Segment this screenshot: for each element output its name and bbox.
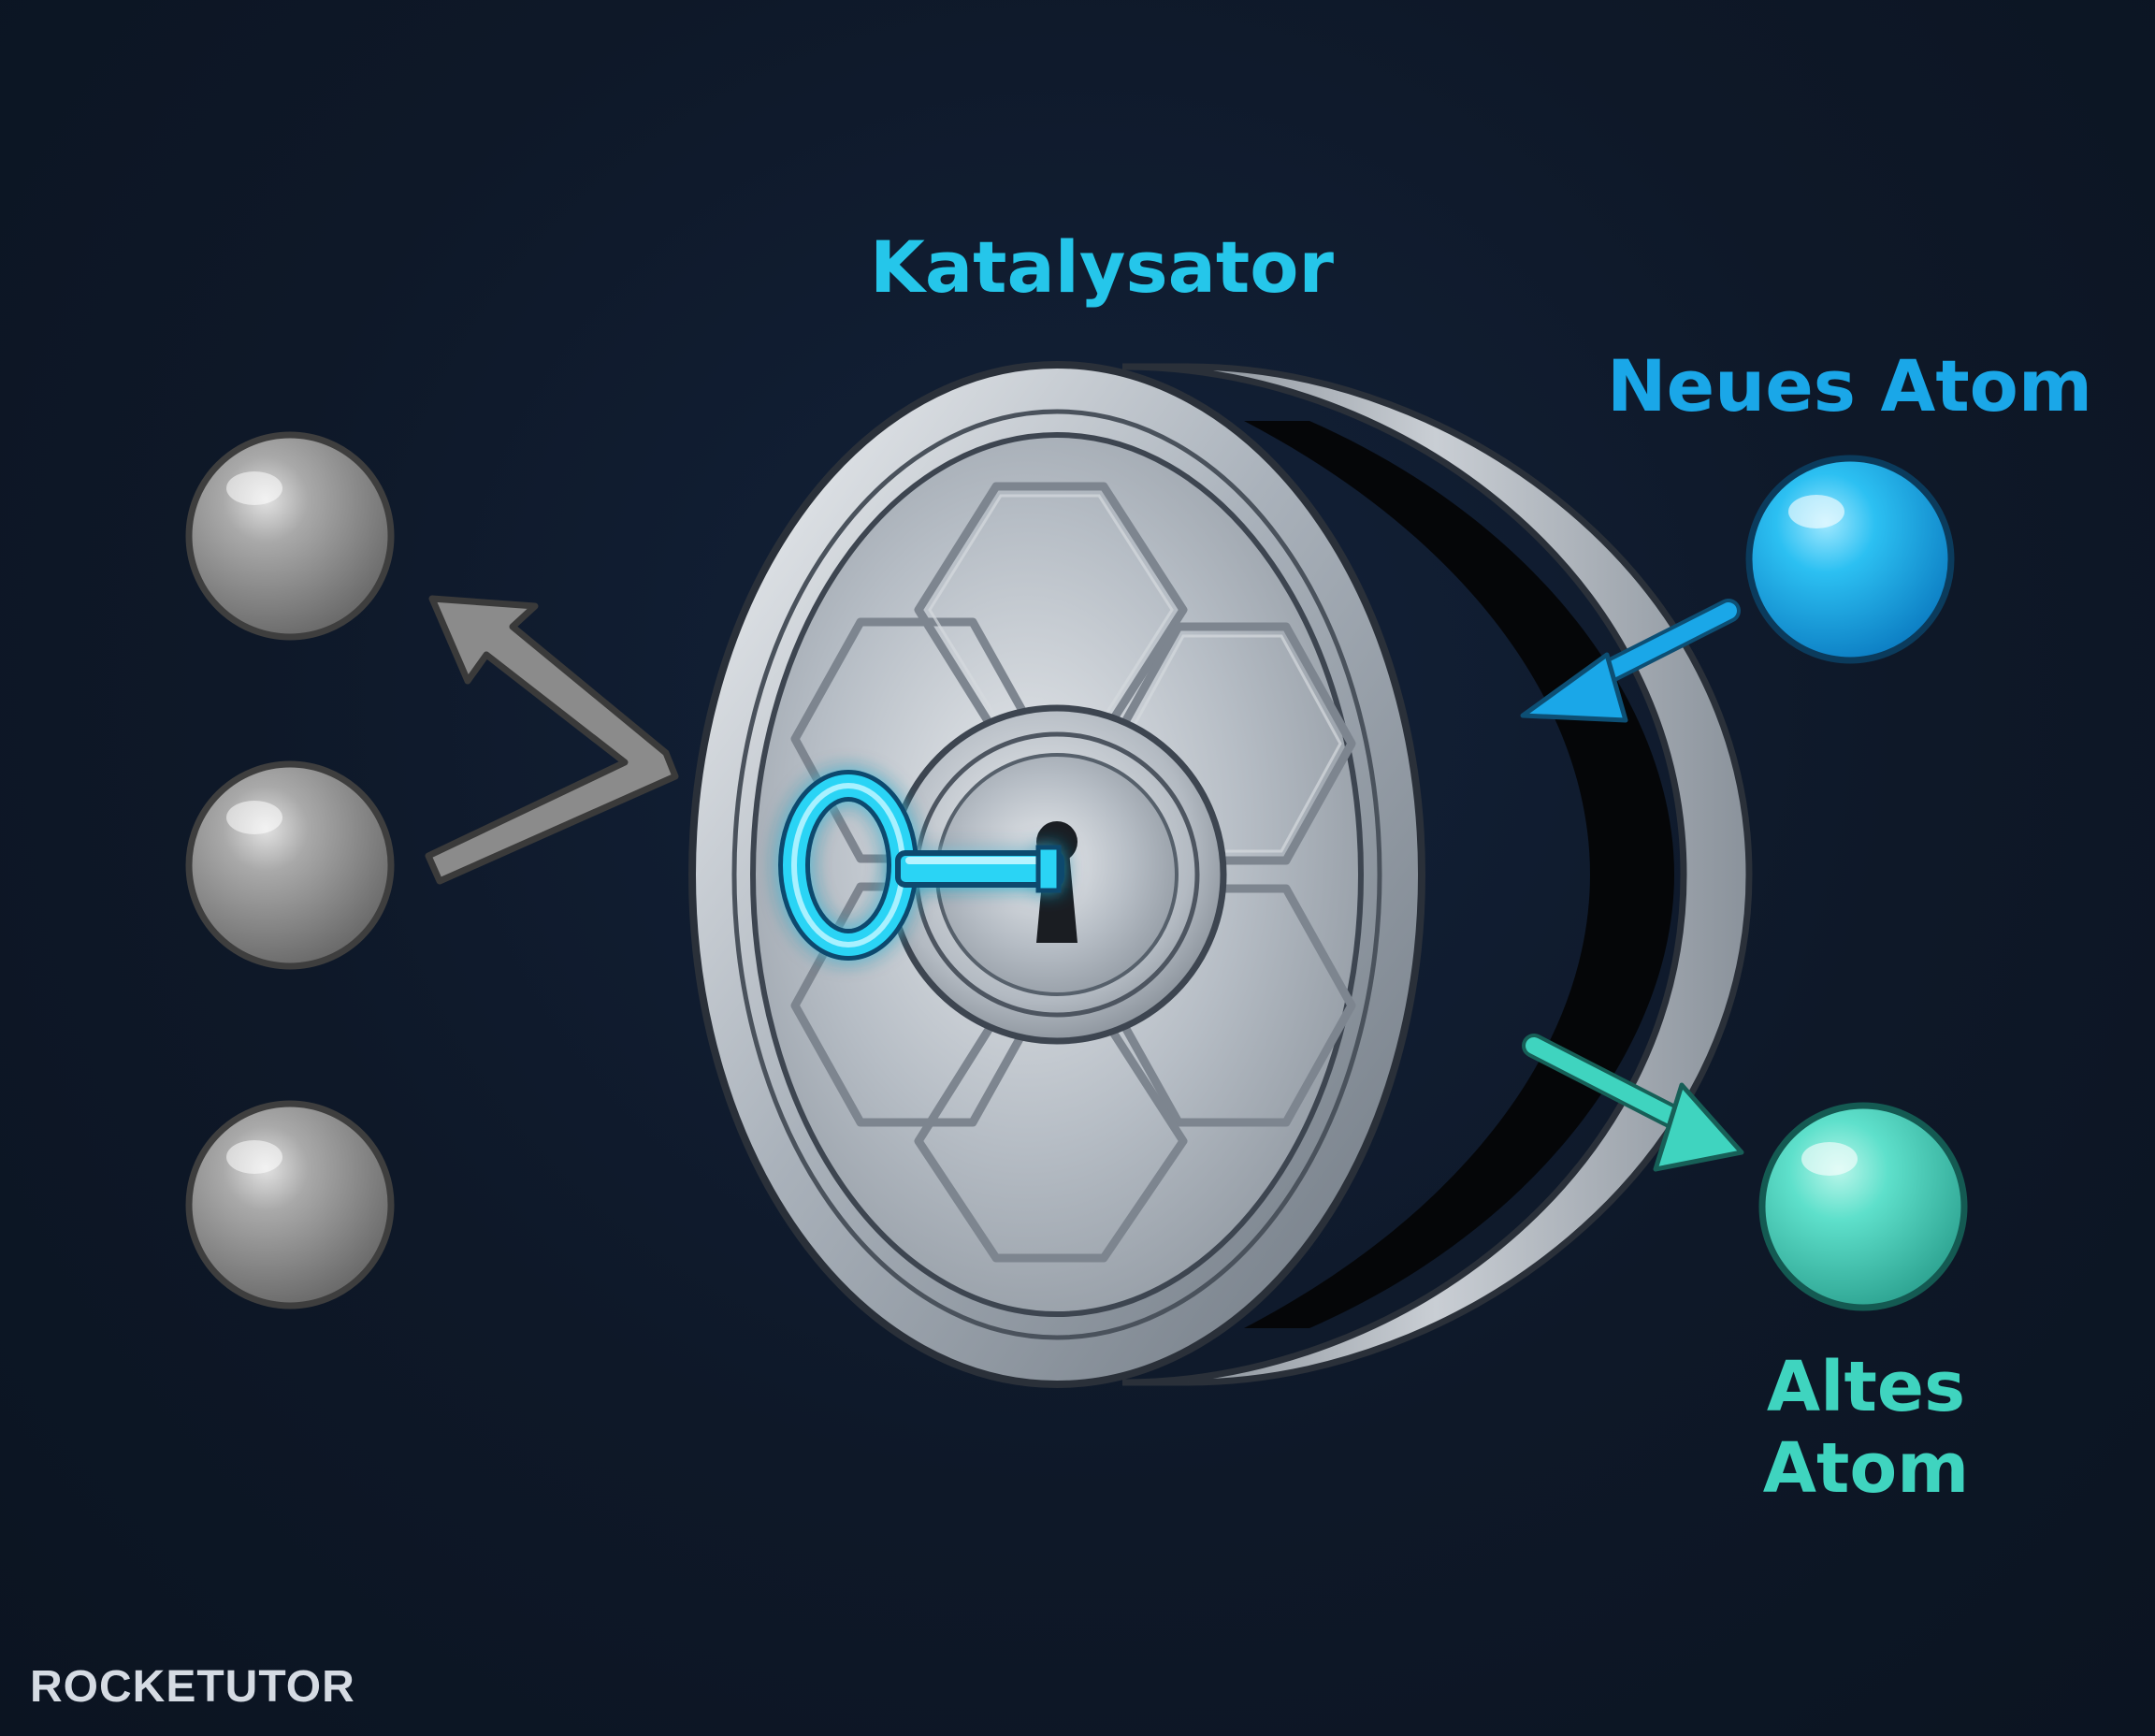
grey-atom-top [185,431,395,641]
catalyst-disk-vault-door-icon [688,361,1753,1388]
catalyst-label: Katalysator [870,225,1334,309]
grey-atom-middle [185,760,395,970]
old-atom-label: Altes Atom [1762,1347,1970,1510]
old-atom-circle [1758,1102,1968,1311]
arrow-in-icon [1520,599,1741,723]
grey-bent-arrow-icon [425,595,679,885]
glowing-key-icon [778,770,1064,961]
new-atom-circle [1745,455,1955,664]
grey-atom-bottom [185,1100,395,1309]
arrow-out-icon [1522,1034,1744,1172]
new-atom-label: Neues Atom [1607,344,2093,427]
brand-logo: ROCKETUTOR [30,1662,355,1712]
